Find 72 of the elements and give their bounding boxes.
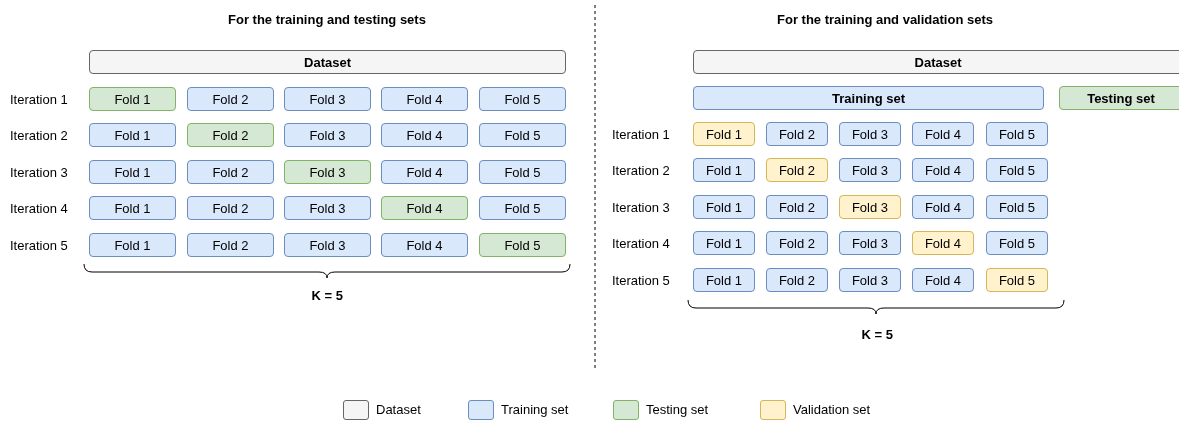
iteration-label: Iteration 5 (10, 238, 68, 253)
fold-box: Fold 3 (284, 233, 371, 257)
fold-box: Fold 1 (693, 231, 755, 255)
fold-box: Fold 2 (187, 123, 274, 147)
iteration-label: Iteration 2 (10, 128, 68, 143)
fold-box: Fold 5 (479, 233, 566, 257)
iteration-label: Iteration 1 (10, 92, 68, 107)
fold-box: Fold 1 (693, 195, 755, 219)
fold-box: Fold 2 (187, 87, 274, 111)
fold-box: Fold 3 (839, 231, 901, 255)
fold-box: Fold 3 (839, 158, 901, 182)
fold-box: Fold 3 (839, 122, 901, 146)
fold-box: Fold 2 (187, 233, 274, 257)
fold-box: Fold 2 (766, 122, 828, 146)
fold-box: Fold 3 (839, 195, 901, 219)
fold-box: Fold 3 (284, 160, 371, 184)
fold-box: Fold 2 (187, 160, 274, 184)
legend-label: Validation set (793, 402, 871, 417)
panel-title: For the training and testing sets (228, 12, 426, 27)
fold-box: Fold 3 (284, 123, 371, 147)
fold-box: Fold 4 (912, 231, 974, 255)
fold-box: Fold 1 (89, 160, 176, 184)
iteration-label: Iteration 4 (10, 201, 68, 216)
fold-box: Fold 2 (766, 268, 828, 292)
training-set-bar: Training set (693, 86, 1044, 110)
fold-box: Fold 5 (479, 160, 566, 184)
testing-set-bar: Testing set (1059, 86, 1179, 110)
k-value-label: K = 5 (861, 327, 893, 342)
legend-label: Testing set (646, 402, 709, 417)
fold-box: Fold 3 (284, 87, 371, 111)
fold-box: Fold 2 (187, 196, 274, 220)
dataset-bar: Dataset (89, 50, 566, 74)
fold-box: Fold 4 (381, 87, 468, 111)
fold-box: Fold 4 (381, 233, 468, 257)
fold-box: Fold 1 (89, 196, 176, 220)
fold-box: Fold 5 (479, 123, 566, 147)
dataset-bar: Dataset (693, 50, 1179, 74)
fold-box: Fold 5 (986, 268, 1048, 292)
fold-box: Fold 2 (766, 158, 828, 182)
fold-box: Fold 1 (693, 122, 755, 146)
iteration-label: Iteration 3 (612, 200, 670, 215)
fold-box: Fold 1 (693, 158, 755, 182)
fold-box: Fold 5 (986, 122, 1048, 146)
fold-box: Fold 2 (766, 195, 828, 219)
fold-box: Fold 1 (89, 233, 176, 257)
iteration-label: Iteration 1 (612, 127, 670, 142)
fold-box: Fold 3 (839, 268, 901, 292)
fold-box: Fold 1 (693, 268, 755, 292)
fold-box: Fold 4 (912, 268, 974, 292)
fold-box: Fold 5 (986, 195, 1048, 219)
panel-title: For the training and validation sets (777, 12, 993, 27)
fold-box: Fold 1 (89, 123, 176, 147)
fold-box: Fold 4 (381, 160, 468, 184)
k-value-label: K = 5 (311, 288, 343, 303)
fold-box: Fold 5 (986, 158, 1048, 182)
legend-label: Dataset (376, 402, 421, 417)
fold-box: Fold 5 (479, 196, 566, 220)
fold-box: Fold 5 (479, 87, 566, 111)
fold-box: Fold 2 (766, 231, 828, 255)
iteration-label: Iteration 3 (10, 165, 68, 180)
fold-box: Fold 3 (284, 196, 371, 220)
fold-box: Fold 4 (381, 196, 468, 220)
fold-box: Fold 4 (912, 122, 974, 146)
fold-box: Fold 4 (912, 195, 974, 219)
iteration-label: Iteration 4 (612, 236, 670, 251)
fold-box: Fold 4 (381, 123, 468, 147)
iteration-label: Iteration 2 (612, 163, 670, 178)
iteration-label: Iteration 5 (612, 273, 670, 288)
fold-box: Fold 5 (986, 231, 1048, 255)
fold-box: Fold 4 (912, 158, 974, 182)
legend-label: Training set (501, 402, 569, 417)
fold-box: Fold 1 (89, 87, 176, 111)
